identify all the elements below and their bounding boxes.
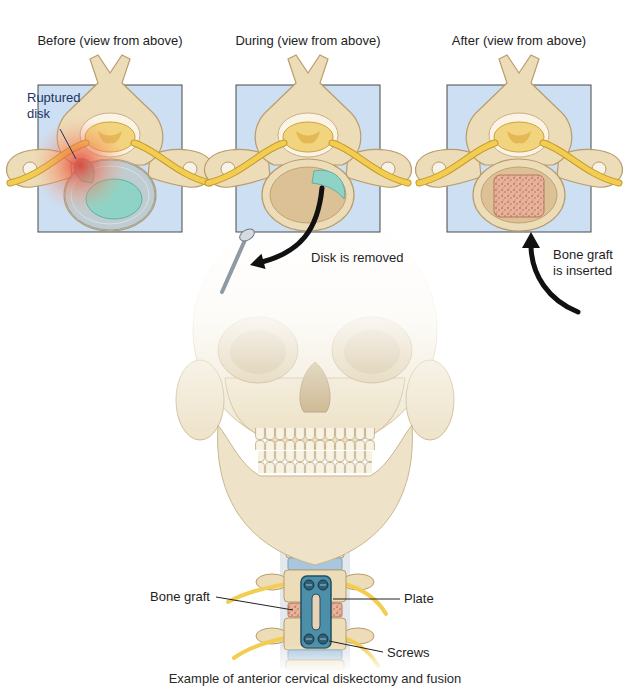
transverse-process [342, 628, 374, 644]
inflammation [32, 117, 128, 213]
lower-teeth [258, 451, 372, 473]
step-label: Disk is removed [311, 250, 403, 266]
disk-fragment [312, 170, 345, 199]
step-label: Bone graft is inserted [553, 247, 623, 278]
part-label: Screws [387, 645, 430, 661]
leader-line [216, 597, 293, 610]
endplate [481, 167, 557, 223]
mandible [218, 425, 413, 565]
vertebra [205, 55, 412, 231]
vertebra-during [205, 55, 412, 231]
view-panel: After (view from above) [447, 85, 591, 232]
screw-slot [306, 585, 326, 639]
bone-graft [494, 175, 544, 217]
skull [150, 212, 480, 565]
panel-heading: During (view from above) [235, 33, 380, 49]
nerve-root [228, 584, 285, 602]
part-label: Plate [404, 591, 434, 607]
vertebra-before [7, 55, 214, 231]
view-panel: Before (view from above) [38, 85, 182, 232]
panel-heading: After (view from above) [452, 33, 586, 49]
fade [150, 225, 480, 430]
tool-cup [238, 227, 257, 244]
leader-line [333, 599, 400, 600]
vertebra [416, 55, 623, 231]
arrowhead [250, 254, 266, 269]
panel-heading: Before (view from above) [37, 33, 182, 49]
endplate [270, 167, 346, 223]
part-label: Bone graft [150, 589, 210, 605]
plate-slot [312, 594, 320, 630]
leader-line [60, 129, 76, 159]
vertebra [7, 55, 214, 231]
rongeur [222, 227, 256, 292]
vertebra-after [416, 55, 623, 231]
plate [301, 576, 331, 648]
view-panel: During (view from above) [236, 85, 380, 232]
leader-line [329, 641, 383, 652]
upper-teeth [255, 428, 375, 450]
figure-caption: Example of anterior cervical diskectomy … [169, 671, 462, 687]
callout-label: Ruptured disk [27, 90, 89, 121]
arrowhead [522, 232, 540, 248]
fade [260, 645, 380, 672]
tool-shaft [222, 240, 245, 292]
